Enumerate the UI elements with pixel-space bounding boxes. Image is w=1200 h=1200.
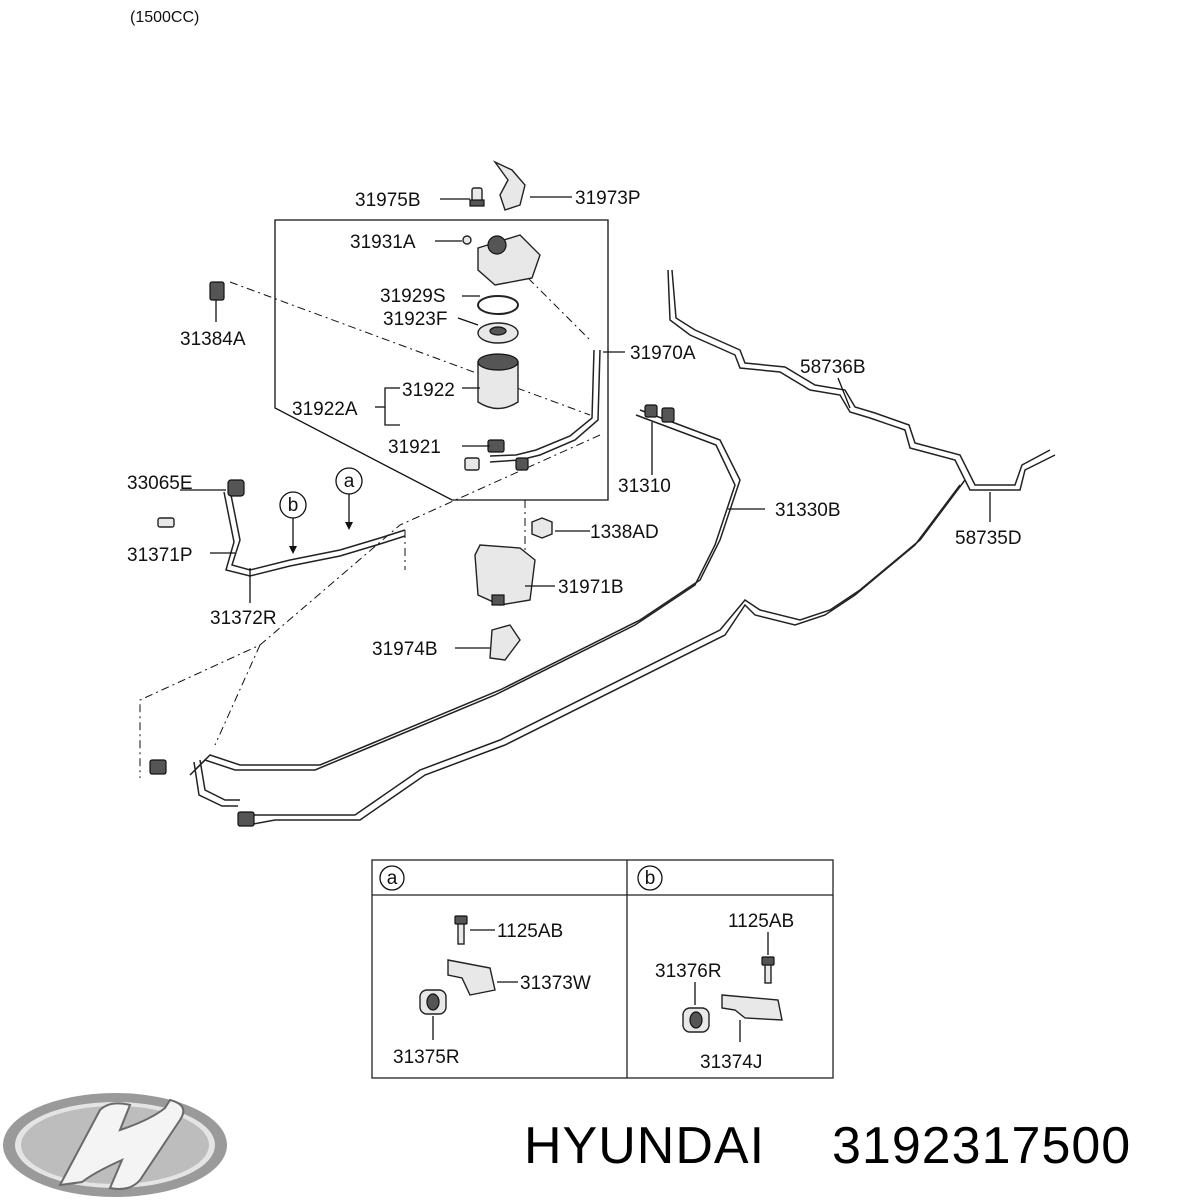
detail-b-grommet-icon <box>682 1007 710 1033</box>
filter-group-frame <box>274 219 609 501</box>
detail-table: a 1125AB 31373W 31375R b 1125AB <box>371 859 834 1079</box>
clip-31384a-icon <box>209 281 225 301</box>
connector-33065e-icon <box>157 479 245 528</box>
detail-a-bolt-label: 1125AB <box>497 921 563 942</box>
dashed-ref-line-1 <box>229 281 591 416</box>
svg-text:a: a <box>387 868 398 889</box>
label-33065e: 33065E <box>127 473 193 494</box>
filter-cover-31971b-icon <box>474 544 536 606</box>
hyundai-logo-icon <box>3 1093 227 1197</box>
callout-a: a <box>335 467 363 530</box>
label-58735d: 58735D <box>955 528 1022 549</box>
detail-b-bracket-label: 31374J <box>700 1052 762 1073</box>
callout-b: b <box>279 491 307 554</box>
engine-variant-label: (1500CC) <box>130 9 199 26</box>
filter-head-icon <box>462 234 541 286</box>
label-31384a: 31384A <box>180 329 246 350</box>
detail-b-section: b 1125AB 31376R 31374J <box>637 865 794 1073</box>
svg-text:b: b <box>288 495 299 516</box>
part-number: 3192317500 <box>832 1117 1131 1175</box>
detail-a-grommet-icon <box>419 989 447 1015</box>
rear-connector-icon <box>149 759 255 827</box>
label-31372r: 31372R <box>210 608 277 629</box>
label-31310: 31310 <box>618 476 671 497</box>
label-31970a: 31970A <box>630 343 696 364</box>
label-31371p: 31371P <box>127 545 193 566</box>
label-31929s: 31929S <box>380 286 446 307</box>
filter-cap-icon <box>477 322 519 344</box>
detail-b-grommet-label: 31376R <box>655 961 722 982</box>
svg-text:a: a <box>344 471 355 492</box>
leader-lines <box>180 196 991 649</box>
detail-a-bracket-icon <box>447 959 496 996</box>
brand-name: HYUNDAI <box>524 1117 765 1175</box>
label-31931a: 31931A <box>350 232 416 253</box>
fuel-lines <box>189 269 1056 826</box>
detail-b-bolt-icon <box>761 956 775 984</box>
label-31974b: 31974B <box>372 639 438 660</box>
label-31921: 31921 <box>388 437 441 458</box>
filter-bracket-icon <box>492 160 526 211</box>
detail-a-bracket-label: 31373W <box>520 973 591 994</box>
bracket-31974b-icon <box>489 624 521 661</box>
dashed-ref-line-6 <box>214 644 261 746</box>
svg-text:b: b <box>645 868 656 889</box>
connector-31310-icon <box>644 404 675 423</box>
detail-a-section: a 1125AB 31373W 31375R <box>379 865 591 1068</box>
label-31330b: 31330B <box>775 500 841 521</box>
label-1338ad: 1338AD <box>590 522 659 543</box>
label-31922: 31922 <box>402 380 455 401</box>
label-31922a: 31922A <box>292 399 358 420</box>
label-31923f: 31923F <box>383 309 447 330</box>
sensor-connector-icon <box>464 439 529 471</box>
detail-b-bolt-label: 1125AB <box>728 911 794 932</box>
label-31973p: 31973P <box>575 188 641 209</box>
label-58736b: 58736B <box>800 357 866 378</box>
detail-a-grommet-label: 31375R <box>393 1047 460 1068</box>
bleed-screw-icon <box>469 187 485 207</box>
fuel-filter-icon <box>477 353 519 410</box>
nut-1338ad-icon <box>531 517 553 539</box>
detail-a-bolt-icon <box>454 915 468 945</box>
dashed-ref-line-3 <box>139 434 601 778</box>
detail-b-bracket-icon <box>721 994 783 1021</box>
o-ring-icon <box>477 295 519 315</box>
label-31975b: 31975B <box>355 190 421 211</box>
label-31971b: 31971B <box>558 577 624 598</box>
